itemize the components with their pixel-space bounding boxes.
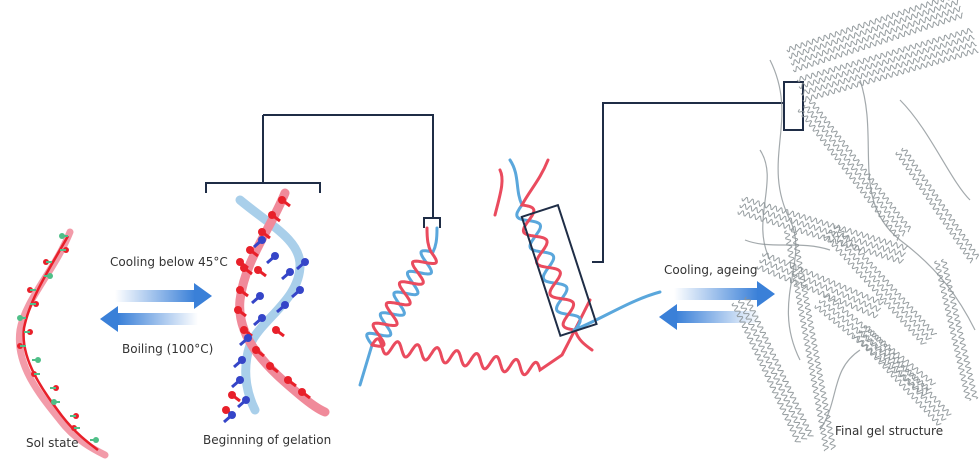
double-helix-middle <box>493 158 662 352</box>
boiling-label: Boiling (100°C) <box>122 342 214 356</box>
cooling-ageing-label: Cooling, ageing <box>664 263 758 277</box>
connector-bracket-right <box>592 81 804 263</box>
sol-state-molecule <box>15 228 109 459</box>
cooling-below-45-label: Cooling below 45°C <box>110 255 228 269</box>
double-helix-left <box>358 226 592 387</box>
arrow-left-icon <box>100 306 198 332</box>
connector-bracket-top <box>205 114 441 228</box>
sol-state-label: Sol state <box>26 436 79 450</box>
final-gel-network <box>731 0 979 452</box>
final-gel-structure-label: Final gel structure <box>835 424 944 438</box>
beginning-gelation-molecule <box>222 188 330 424</box>
arrow-right-icon <box>115 283 212 309</box>
beginning-of-gelation-label: Beginning of gelation <box>203 433 332 447</box>
arrow-right-icon <box>674 281 775 307</box>
